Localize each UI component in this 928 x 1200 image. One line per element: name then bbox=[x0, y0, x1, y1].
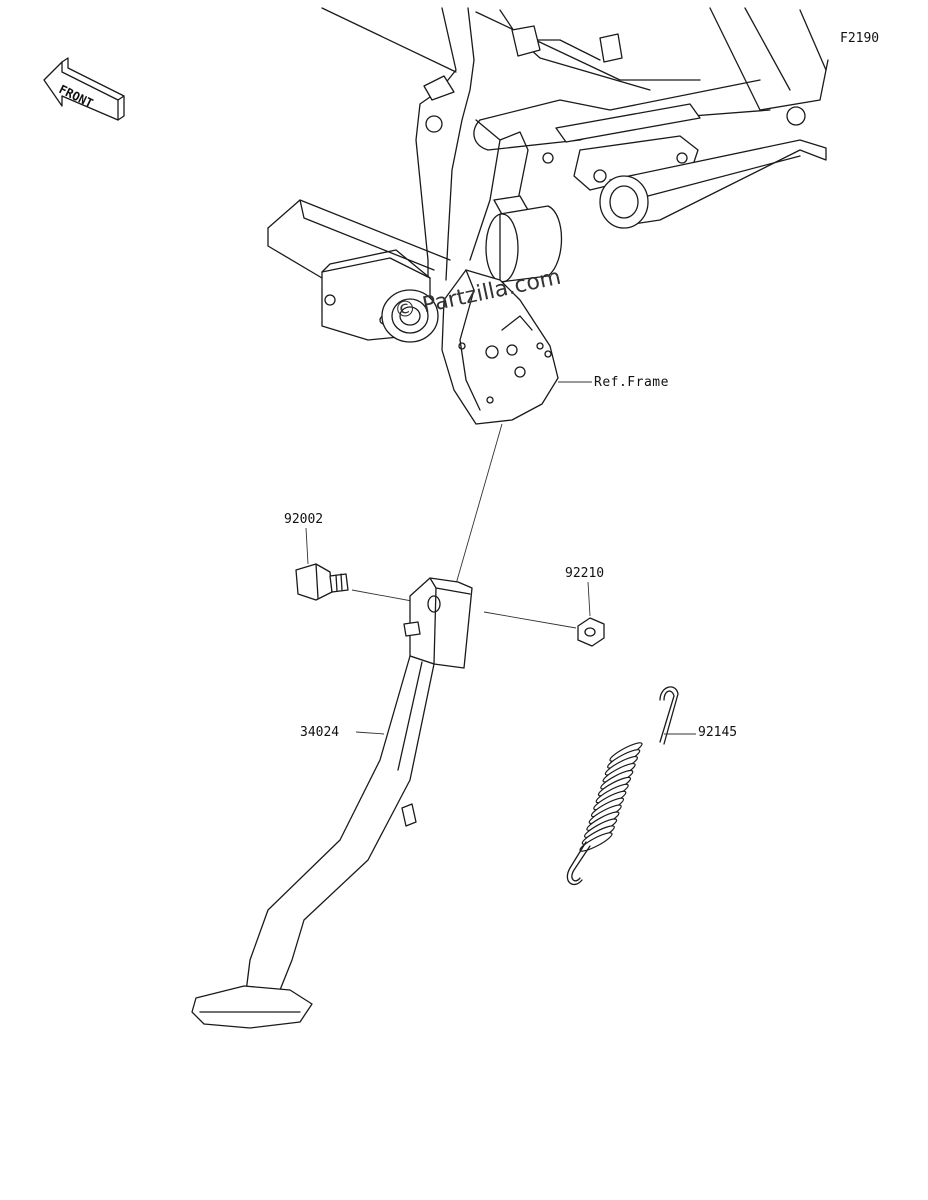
bolt-92002 bbox=[295, 563, 349, 601]
leader-92002 bbox=[305, 527, 309, 565]
leader-34024 bbox=[355, 731, 385, 735]
leader-92210 bbox=[587, 581, 591, 617]
leader-frame-to-stand bbox=[455, 423, 503, 585]
leader-nut-axis bbox=[483, 611, 577, 629]
spring-92145 bbox=[566, 686, 679, 885]
side-stand-34024 bbox=[191, 577, 473, 1029]
part-number-92145[interactable]: 92145 bbox=[698, 725, 738, 740]
part-number-92002[interactable]: 92002 bbox=[284, 512, 324, 527]
part-number-92210[interactable]: 92210 bbox=[565, 566, 605, 581]
part-number-34024[interactable]: 34024 bbox=[300, 725, 340, 740]
front-arrow-icon: FRONT bbox=[43, 57, 125, 121]
frame-reference bbox=[267, 7, 829, 425]
nut-92210 bbox=[577, 617, 605, 647]
ref-frame-label: Ref.Frame bbox=[594, 375, 669, 390]
figure-code: F2190 bbox=[840, 31, 880, 46]
spring-coils bbox=[579, 742, 643, 852]
